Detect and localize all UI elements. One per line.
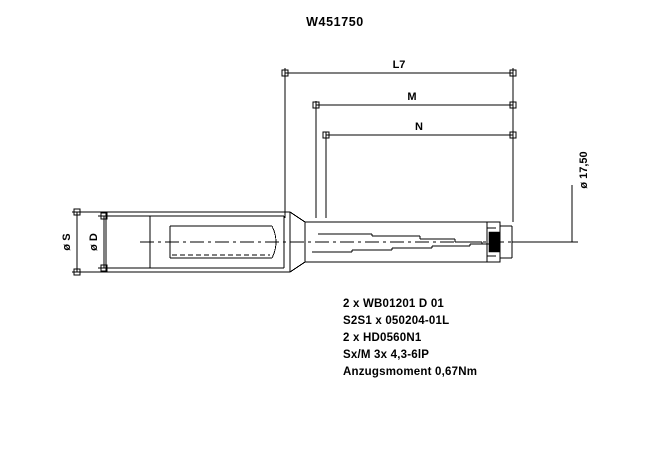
tool-body-geometry	[105, 211, 530, 273]
dim-tick-m-left	[312, 101, 320, 109]
dim-label-shank-diameter: ø S	[61, 233, 73, 250]
dim-tick-m-right	[509, 101, 517, 109]
dimension-overall-length: L7	[281, 59, 517, 222]
dim-tick-n-right	[509, 131, 517, 139]
dim-label-flute-length: N	[415, 121, 423, 133]
dimension-bore-diameter: ø D	[88, 212, 156, 272]
dim-tick-s-top	[73, 208, 81, 216]
dimension-flute-length: N	[322, 121, 517, 222]
dim-label-bore-diameter: ø D	[88, 233, 100, 251]
taper-top	[289, 211, 306, 223]
note-line-4: Sx/M 3x 4,3-6lP	[343, 349, 429, 361]
dim-tick-d-bottom	[100, 264, 108, 272]
flute-helix-lower	[312, 243, 496, 253]
notes-block: 2 x WB01201 D 01 S2S1 x 050204-01L 2 x H…	[343, 298, 477, 378]
dimension-shank-diameter: ø S	[61, 208, 112, 276]
dim-tick-l7-left	[281, 69, 289, 77]
dim-label-overall-length: L7	[393, 59, 406, 71]
note-line-3: 2 x HD0560N1	[343, 332, 422, 344]
dim-label-cutting-diameter: ø 17,50	[578, 151, 590, 188]
taper-bottom	[289, 261, 306, 273]
drawing-title: W451750	[306, 15, 364, 29]
note-line-1: 2 x WB01201 D 01	[343, 298, 444, 310]
dim-tick-d-top	[100, 212, 108, 220]
dim-tick-s-bottom	[73, 268, 81, 276]
dim-tick-l7-right	[509, 69, 517, 77]
dimension-usable-length: M	[312, 91, 517, 222]
dim-tick-n-left	[322, 131, 330, 139]
note-line-5: Anzugsmoment 0,67Nm	[343, 366, 477, 378]
note-line-2: S2S1 x 050204-01L	[343, 315, 449, 327]
dim-label-usable-length: M	[407, 91, 416, 103]
dimension-cutting-diameter: ø 17,50	[512, 151, 590, 243]
